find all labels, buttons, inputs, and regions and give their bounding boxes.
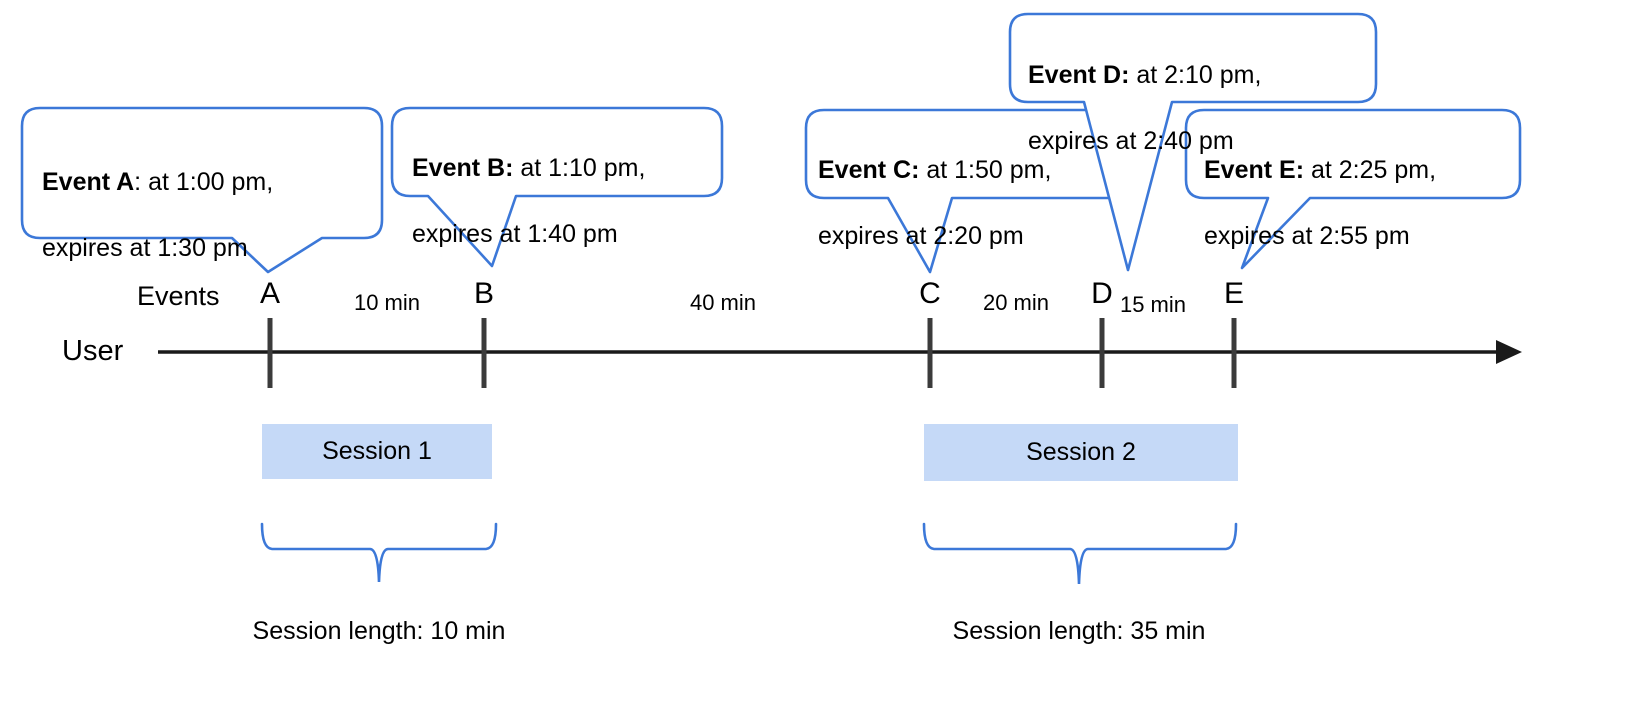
gap-label-b-c: 40 min <box>689 290 757 315</box>
callout-line2-c: expires at 2:20 pm <box>818 222 1024 250</box>
callout-text-b: Event B: at 1:10 pm, expires at 1:40 pm <box>412 119 722 251</box>
tick-label-a: A <box>259 277 280 310</box>
lane-label-user: User <box>62 335 124 367</box>
callout-sep-e <box>1304 156 1311 184</box>
callout-text-d: Event D: at 2:10 pm, expires at 2:40 pm <box>1028 26 1368 158</box>
tick-label-b: B <box>473 277 494 310</box>
callout-line1-b: at 1:10 pm, <box>520 154 646 182</box>
callout-text-e: Event E: at 2:25 pm, expires at 2:55 pm <box>1204 121 1516 253</box>
gap-label-d-e: 15 min <box>1119 292 1187 317</box>
session-box-1: Session 1 <box>262 424 492 479</box>
session-length-label-1: Session length: 10 min <box>252 617 506 645</box>
gap-label-c-d: 20 min <box>982 290 1050 315</box>
session-length-label-2: Session length: 35 min <box>952 617 1206 645</box>
callout-line2-b: expires at 1:40 pm <box>412 220 618 248</box>
callout-line1-a: at 1:00 pm, <box>148 168 274 196</box>
callout-line2-e: expires at 2:55 pm <box>1204 222 1410 250</box>
session-brace-1 <box>260 522 498 583</box>
callout-bubble-d <box>1008 12 1378 272</box>
tick-label-c: C <box>919 277 941 310</box>
timeline-arrowhead <box>1496 340 1522 364</box>
tick-label-e: E <box>1223 277 1244 310</box>
callout-line1-d: at 2:10 pm, <box>1136 61 1262 89</box>
callout-text-c: Event C: at 1:50 pm, expires at 2:20 pm <box>818 121 1130 253</box>
callout-text-a: Event A: at 1:00 pm, expires at 1:30 pm <box>42 133 372 265</box>
callout-lead-a: Event A <box>42 168 135 196</box>
callout-line1-c: at 1:50 pm, <box>926 156 1052 184</box>
session-brace-2 <box>922 522 1238 585</box>
callout-line2-d: expires at 2:40 pm <box>1028 127 1234 155</box>
callout-line1-e: at 2:25 pm, <box>1310 156 1437 184</box>
callout-lead-e: Event E: <box>1204 156 1305 184</box>
gap-label-a-b: 10 min <box>353 290 421 315</box>
callout-lead-b: Event B: <box>412 154 514 182</box>
callout-bubble-b <box>390 106 724 268</box>
callout-lead-d: Event D: <box>1028 61 1130 89</box>
callout-bubble-e <box>1184 108 1522 270</box>
events-row-label: Events <box>137 281 220 311</box>
callout-line2-a: expires at 1:30 pm <box>42 234 248 262</box>
tick-label-d: D <box>1091 277 1113 310</box>
callout-sep-a: : <box>134 168 149 196</box>
callout-bubble-a <box>20 106 384 274</box>
callout-lead-c: Event C: <box>818 156 920 184</box>
session-box-2: Session 2 <box>924 424 1238 481</box>
